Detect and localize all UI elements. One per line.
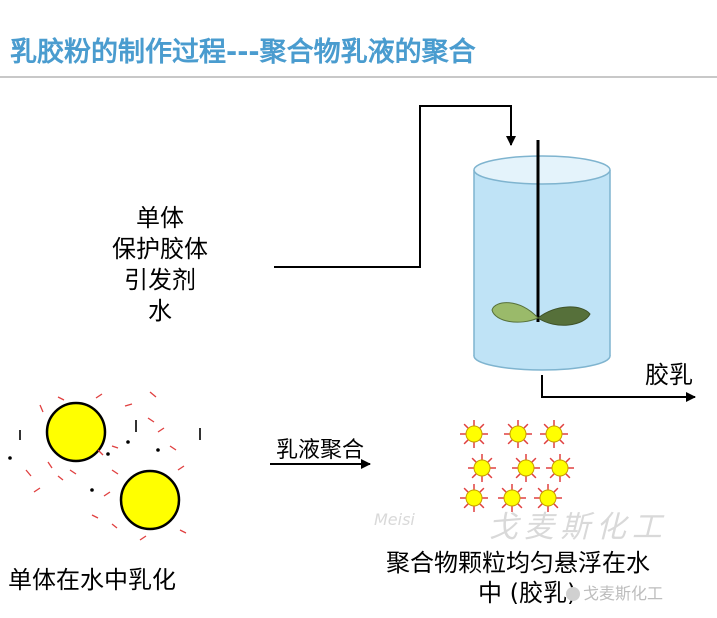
monomer-marks	[19, 420, 201, 440]
surfactant-fragments	[25, 391, 187, 541]
input-monomer: 单体	[136, 204, 184, 232]
latex-particle	[460, 484, 488, 512]
monomer-droplet	[45, 401, 107, 463]
monomer-droplet	[119, 469, 181, 531]
page-title: 乳胶粉的制作过程---聚合物乳液的聚合	[10, 37, 476, 68]
latex-particle	[460, 420, 488, 448]
latex-particle	[504, 420, 532, 448]
emulsion-polymerization-label: 乳液聚合	[276, 438, 365, 463]
watermark-logo-text: Meisi	[374, 510, 415, 529]
latex-particle	[498, 484, 526, 512]
latex-particle	[540, 420, 568, 448]
latex-particle	[468, 454, 496, 482]
watermark-small: 戈麦斯化工	[566, 580, 663, 604]
feed-line-arrow	[274, 105, 516, 268]
latex-caption-line1: 聚合物颗粒均匀悬浮在水	[386, 549, 650, 577]
watermark-logo: Meisi	[374, 510, 415, 529]
input-protective-colloid: 保护胶体	[112, 235, 208, 263]
watermark-small-icon	[566, 587, 580, 601]
outlet-arrow	[541, 375, 696, 402]
monomer-emulsion-illustration	[8, 391, 201, 541]
output-latex-label: 胶乳	[645, 361, 693, 389]
latex-particle	[534, 484, 562, 512]
monomer-dots	[8, 440, 160, 492]
input-water: 水	[148, 297, 172, 325]
reactor-tank	[473, 155, 611, 371]
reactor-inputs-list: 单体 保护胶体 引发剂 水	[95, 203, 225, 327]
monomer-emulsification-caption: 单体在水中乳化	[8, 566, 176, 594]
latex-particle	[546, 454, 574, 482]
watermark-main: 戈麦斯化工	[488, 510, 668, 545]
stirrer-icon	[491, 140, 591, 326]
title-underline	[0, 76, 717, 78]
latex-caption-line2: 中 (胶乳)	[478, 579, 577, 607]
watermark-small-text: 戈麦斯化工	[583, 584, 664, 603]
input-initiator: 引发剂	[124, 266, 196, 294]
latex-particle	[512, 454, 540, 482]
latex-particles-grid	[460, 420, 574, 512]
